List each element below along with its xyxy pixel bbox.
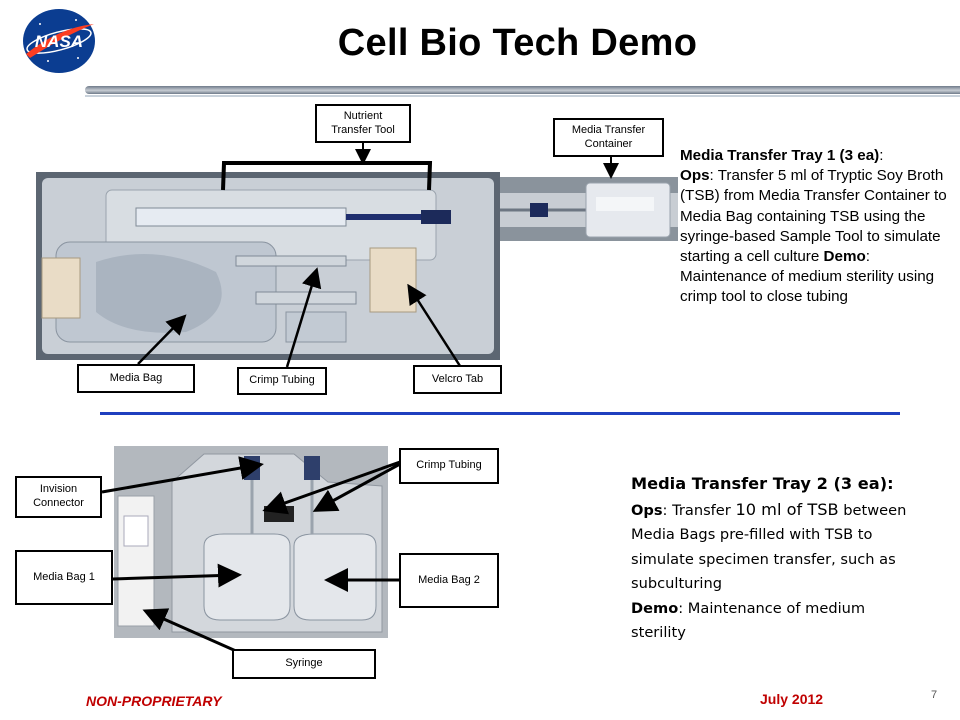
footer-classification: NON-PROPRIETARY bbox=[86, 693, 222, 709]
tray1-photo bbox=[36, 172, 500, 360]
tray1-demo-text: : Maintenance of medium sterility using … bbox=[680, 248, 935, 306]
section-divider bbox=[100, 412, 900, 415]
callout-nutrient-transfer-tool: Nutrient Transfer Tool bbox=[315, 104, 411, 143]
page-title: Cell Bio Tech Demo bbox=[337, 22, 698, 64]
page-number: 7 bbox=[931, 689, 938, 701]
callout-syringe: Syringe bbox=[232, 649, 376, 679]
callout-invision-connector: Invision Connector bbox=[15, 476, 102, 518]
tray2-heading: Media Transfer Tray 2 (3 ea): bbox=[631, 474, 894, 493]
footer-date: July 2012 bbox=[760, 691, 824, 707]
tray1-ops-label: Ops bbox=[680, 167, 710, 185]
callout-media-bag-2: Media Bag 2 bbox=[399, 553, 499, 608]
callout-media-bag: Media Bag bbox=[77, 364, 195, 393]
tray2-description: Media Transfer Tray 2 (3 ea): Ops: Trans… bbox=[631, 474, 907, 641]
callout-media-bag-1: Media Bag 1 bbox=[15, 550, 113, 605]
tray2-ops-label: Ops bbox=[631, 501, 663, 519]
tray1-description: Media Transfer Tray 1 (3 ea): Ops: Trans… bbox=[680, 147, 947, 306]
tray1-demo-label: Demo bbox=[823, 248, 866, 266]
callout-media-transfer-container: Media Transfer Container bbox=[553, 118, 664, 157]
callout-velcro-tab: Velcro Tab bbox=[413, 365, 502, 394]
title-rule bbox=[85, 86, 960, 97]
tray2-demo-label: Demo bbox=[631, 599, 679, 617]
callout-crimp-tubing-tray2: Crimp Tubing bbox=[399, 448, 499, 484]
callout-crimp-tubing-tray1: Crimp Tubing bbox=[237, 367, 327, 395]
svg-text:NASA: NASA bbox=[35, 32, 83, 51]
tray1-heading: Media Transfer Tray 1 (3 ea) bbox=[680, 147, 880, 164]
tray1-ops-text: : Transfer 5 ml of Tryptic Soy Broth (TS… bbox=[680, 167, 947, 266]
nasa-logo: NASA bbox=[18, 6, 100, 76]
media-container-photo bbox=[500, 177, 678, 241]
